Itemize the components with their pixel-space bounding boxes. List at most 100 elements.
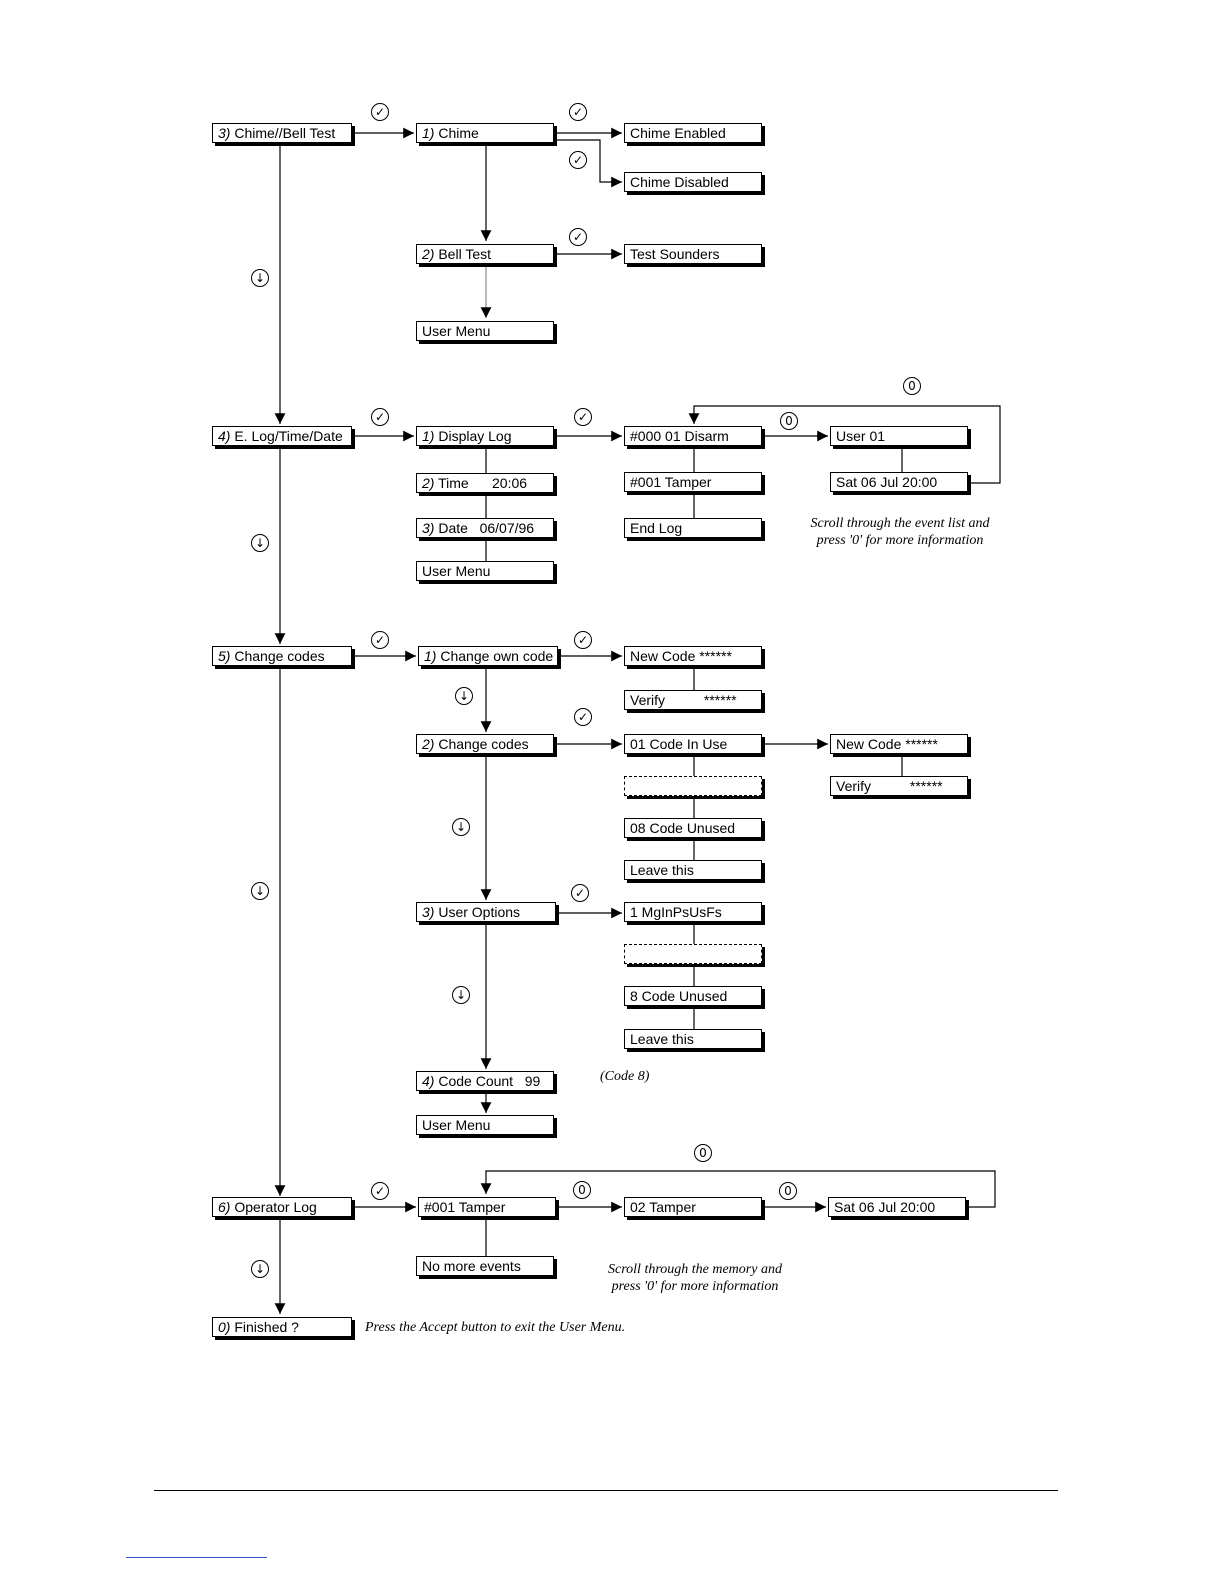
leave-this-entry[interactable]: Leave this (624, 1029, 762, 1049)
menu-label: Code Count 99 (438, 1073, 541, 1089)
event-user-detail[interactable]: User 01 (830, 426, 968, 446)
end-log-entry[interactable]: End Log (624, 518, 762, 538)
code-unused-entry[interactable]: 08 Code Unused (624, 818, 762, 838)
user-menu-return[interactable]: User Menu (416, 561, 554, 581)
entry-label: Verify ****** (836, 778, 943, 794)
test-sounders-option[interactable]: Test Sounders (624, 244, 762, 264)
code-count-menu[interactable]: 4) Code Count 99 (416, 1071, 554, 1091)
accept-icon: ✓ (371, 1182, 389, 1200)
operator-event-detail[interactable]: 02 Tamper (624, 1197, 762, 1217)
note-line: press '0' for more information (611, 1279, 779, 1294)
chime-menu[interactable]: 1) Chime (416, 123, 554, 143)
menu-number: 1) (422, 428, 435, 444)
option-label: Chime Enabled (630, 125, 726, 141)
zero-key-icon: 0 (780, 412, 798, 430)
scroll-down-icon: ↓ (251, 534, 269, 552)
date-menu[interactable]: 3) Date 06/07/96 (416, 518, 554, 538)
scroll-down-icon: ↓ (251, 882, 269, 900)
option-label: Chime Disabled (630, 174, 729, 190)
leave-this-entry[interactable]: Leave this (624, 860, 762, 880)
verify-code-entry[interactable]: Verify ****** (624, 690, 762, 710)
option-label: Test Sounders (630, 246, 720, 262)
entry-label: 8 Code Unused (630, 988, 728, 1004)
entry-label: 01 Code In Use (630, 736, 728, 752)
verify-code-entry[interactable]: Verify ****** (830, 776, 968, 796)
footer-rule (154, 1490, 1058, 1491)
entry-label: Verify ****** (630, 692, 737, 708)
event-label: No more events (422, 1258, 521, 1274)
accept-icon: ✓ (569, 103, 587, 121)
user-menu-return[interactable]: User Menu (416, 1115, 554, 1135)
menu-number: 3) (218, 125, 231, 141)
new-code-entry[interactable]: New Code ****** (624, 646, 762, 666)
detail-label: Sat 06 Jul 20:00 (836, 474, 938, 490)
chime-enabled-option[interactable]: Chime Enabled (624, 123, 762, 143)
menu-number: 6) (218, 1199, 231, 1215)
change-codes-submenu[interactable]: 2) Change codes (416, 734, 554, 754)
menu-label: User Options (438, 904, 521, 920)
change-own-code-menu[interactable]: 1) Change own code (418, 646, 558, 666)
menu-number: 3) (422, 904, 435, 920)
user-option-entry[interactable]: 1 MgInPsUsFs (624, 902, 762, 922)
menu-label: Display Log (438, 428, 512, 444)
menu-number: 0) (218, 1319, 231, 1335)
accept-icon: ✓ (371, 408, 389, 426)
user-menu-return[interactable]: User Menu (416, 321, 554, 341)
menu-number: 5) (218, 648, 231, 664)
accept-icon: ✓ (569, 151, 587, 169)
operator-event-entry[interactable]: #001 Tamper (418, 1197, 556, 1217)
menu-number: 3) (422, 520, 435, 536)
menu-label: Chime (438, 125, 479, 141)
accept-icon: ✓ (574, 708, 592, 726)
event-label: End Log (630, 520, 683, 536)
menu-number: 2) (422, 246, 435, 262)
note-line: Scroll through the event list and (810, 516, 990, 531)
menu-number: 1) (422, 125, 435, 141)
code-in-use-entry[interactable]: 01 Code In Use (624, 734, 762, 754)
note-line: Scroll through the memory and (608, 1262, 782, 1277)
new-code-entry[interactable]: New Code ****** (830, 734, 968, 754)
event-datetime-detail[interactable]: Sat 06 Jul 20:00 (830, 472, 968, 492)
menu-label: Date 06/07/96 (438, 520, 535, 536)
user-options-menu[interactable]: 3) User Options (416, 902, 556, 922)
display-log-menu[interactable]: 1) Display Log (416, 426, 554, 446)
event-label: #000 01 Disarm (630, 428, 729, 444)
event-label: 02 Tamper (630, 1199, 696, 1215)
operator-log-menu[interactable]: 6) Operator Log (212, 1197, 352, 1217)
zero-key-icon: 0 (779, 1182, 797, 1200)
option-label: User Menu (422, 323, 491, 339)
chime-bell-test-menu[interactable]: 3) Chime//Bell Test (212, 123, 352, 143)
time-menu[interactable]: 2) Time 20:06 (416, 473, 554, 493)
zero-key-icon: 0 (694, 1144, 712, 1162)
accept-icon: ✓ (574, 631, 592, 649)
accept-icon: ✓ (571, 884, 589, 902)
event-entry-001[interactable]: #001 Tamper (624, 472, 762, 492)
menu-label: Change codes (438, 736, 529, 752)
operator-event-datetime[interactable]: Sat 06 Jul 20:00 (828, 1197, 966, 1217)
code-list-gap (624, 776, 762, 796)
event-entry-000[interactable]: #000 01 Disarm (624, 426, 762, 446)
menu-label: Finished ? (234, 1319, 299, 1335)
menu-number: 2) (422, 475, 435, 491)
change-codes-menu[interactable]: 5) Change codes (212, 646, 352, 666)
bell-test-menu[interactable]: 2) Bell Test (416, 244, 554, 264)
entry-label: New Code ****** (630, 648, 732, 664)
scroll-down-icon: ↓ (251, 269, 269, 287)
menu-label: Bell Test (438, 246, 492, 262)
menu-label: Time 20:06 (438, 475, 528, 491)
no-more-events-entry[interactable]: No more events (416, 1256, 554, 1276)
finish-note: Press the Accept button to exit the User… (365, 1320, 626, 1335)
menu-label: Chime//Bell Test (234, 125, 336, 141)
entry-label: New Code ****** (836, 736, 938, 752)
accept-icon: ✓ (569, 228, 587, 246)
event-label: #001 Tamper (424, 1199, 506, 1215)
elog-time-date-menu[interactable]: 4) E. Log/Time/Date (212, 426, 352, 446)
memory-scroll-note: Scroll through the memory and press '0' f… (590, 1261, 800, 1295)
chime-disabled-option[interactable]: Chime Disabled (624, 172, 762, 192)
footer-link-underline (126, 1557, 267, 1558)
code-unused-entry[interactable]: 8 Code Unused (624, 986, 762, 1006)
option-list-gap (624, 944, 762, 964)
finished-menu[interactable]: 0) Finished ? (212, 1317, 352, 1337)
detail-label: User 01 (836, 428, 886, 444)
